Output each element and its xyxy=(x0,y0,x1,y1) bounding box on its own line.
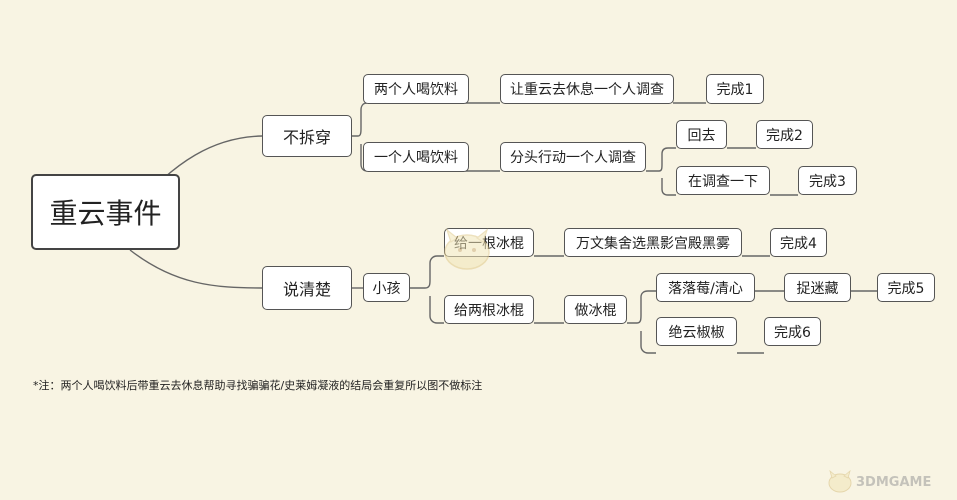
node-go-back: 回去 xyxy=(676,120,727,149)
node-give-two: 给两根冰棍 xyxy=(444,295,534,324)
node-done3: 完成3 xyxy=(798,166,857,195)
node-done5: 完成5 xyxy=(877,273,935,302)
node-wanwen: 万文集舍选黑影宫殿黑雾 xyxy=(564,228,742,257)
node-done6: 完成6 xyxy=(764,317,821,346)
node-one-drink: 一个人喝饮料 xyxy=(363,142,469,172)
logo-mascot-icon xyxy=(828,469,852,493)
node-done4: 完成4 xyxy=(770,228,827,257)
node-jueyun: 绝云椒椒 xyxy=(656,317,737,346)
mascot-watermark-icon xyxy=(444,228,490,270)
site-watermark: 3DMGAME xyxy=(856,475,932,490)
node-explain: 说清楚 xyxy=(262,266,352,310)
node-investigate-more: 在调查一下 xyxy=(676,166,770,195)
node-done1: 完成1 xyxy=(706,74,764,104)
node-kid: 小孩 xyxy=(363,273,410,302)
node-let-rest: 让重云去休息一个人调查 xyxy=(500,74,674,104)
node-make-ice: 做冰棍 xyxy=(564,295,627,324)
link-make-children xyxy=(627,290,656,354)
footnote: *注：两个人喝饮料后带重云去休息帮助寻找骗骗花/史莱姆凝液的结局会重复所以图不做… xyxy=(33,379,483,392)
node-two-drink: 两个人喝饮料 xyxy=(363,74,469,104)
node-split-act: 分头行动一个人调查 xyxy=(500,142,646,172)
node-root: 重云事件 xyxy=(31,174,180,250)
node-luoluomei: 落落莓/清心 xyxy=(656,273,755,302)
node-catch-hide: 捉迷藏 xyxy=(784,273,851,302)
link-kid-children xyxy=(409,255,444,324)
node-done2: 完成2 xyxy=(756,120,813,149)
link-root-explain xyxy=(129,249,263,289)
link-split-children xyxy=(646,147,676,196)
node-no-expose: 不拆穿 xyxy=(262,115,352,157)
